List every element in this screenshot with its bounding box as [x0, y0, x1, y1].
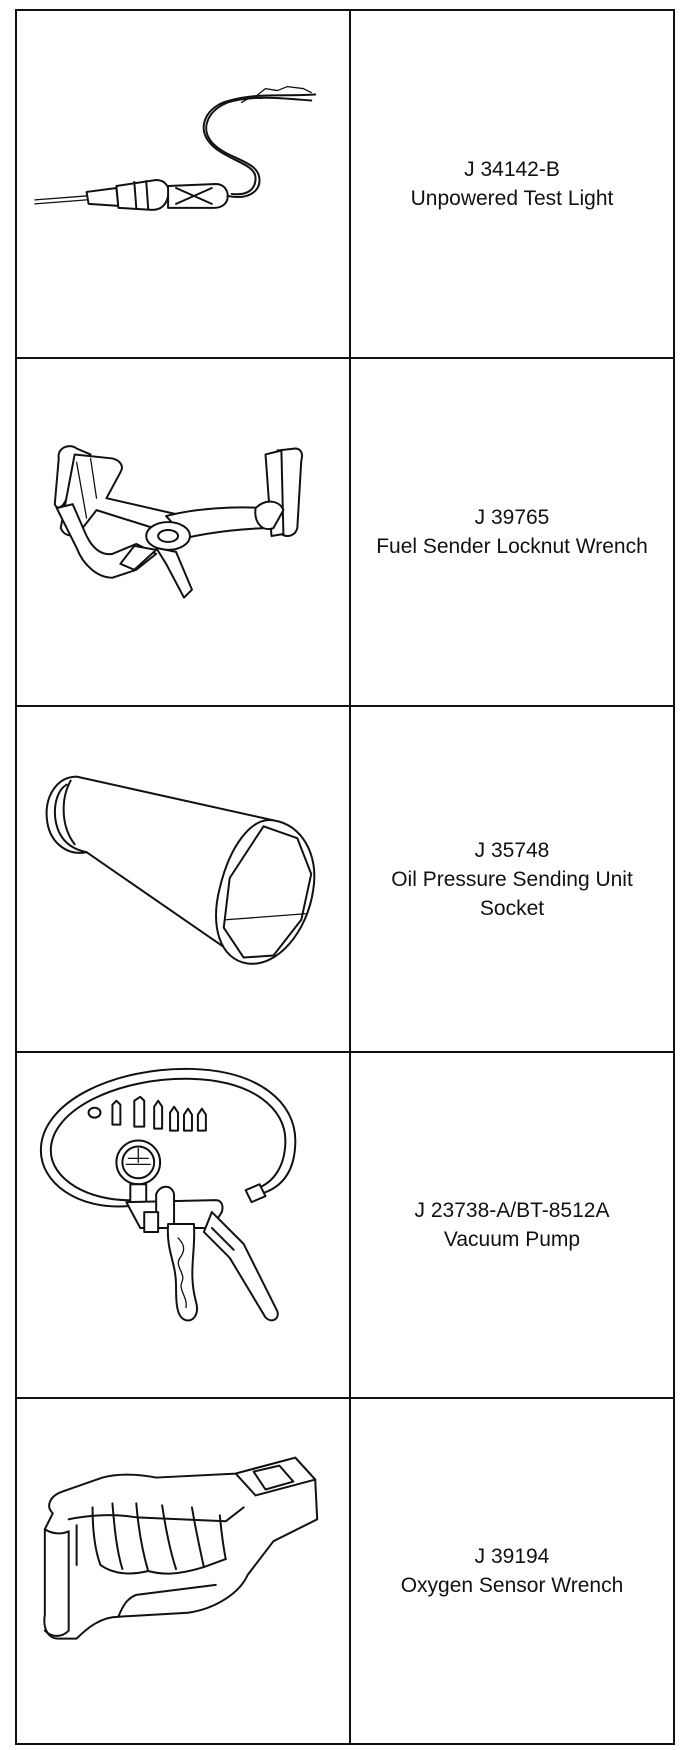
locknut-wrench-icon: [17, 359, 351, 705]
tool-description: J 34142-B Unpowered Test Light: [351, 11, 673, 357]
tool-number: J 39194: [474, 1545, 550, 1568]
tool-number: J 35748: [474, 838, 550, 862]
tool-description: J 39765 Fuel Sender Locknut Wrench: [351, 359, 673, 705]
tool-number: J 34142-B: [464, 158, 560, 181]
socket-icon: [17, 707, 351, 1051]
tool-name: Fuel Sender Locknut Wrench: [376, 535, 648, 558]
tool-row: J 34142-B Unpowered Test Light: [17, 11, 673, 359]
tool-number: J 39765: [474, 506, 550, 529]
tool-description: J 39194 Oxygen Sensor Wrench: [351, 1399, 673, 1743]
tool-name: Vacuum Pump: [443, 1228, 581, 1251]
tool-number: J 23738-A/BT-8512A: [414, 1199, 610, 1222]
test-light-icon: [17, 11, 351, 357]
oxygen-sensor-wrench-icon: [17, 1399, 351, 1743]
tool-row: J 39765 Fuel Sender Locknut Wrench: [17, 359, 673, 707]
tool-name: Oxygen Sensor Wrench: [400, 1574, 624, 1597]
special-tools-table: J 34142-B Unpowered Test Light J 397: [15, 9, 675, 1745]
tool-name: Unpowered Test Light: [410, 187, 614, 210]
tool-description: J 23738-A/BT-8512A Vacuum Pump: [351, 1053, 673, 1397]
tool-row: J 39194 Oxygen Sensor Wrench: [17, 1399, 673, 1743]
tool-name: Oil Pressure Sending Unit Socket: [391, 867, 633, 920]
tool-row: J 35748 Oil Pressure Sending Unit Socket: [17, 707, 673, 1053]
tool-row: J 23738-A/BT-8512A Vacuum Pump: [17, 1053, 673, 1399]
tool-description: J 35748 Oil Pressure Sending Unit Socket: [351, 707, 673, 1051]
vacuum-pump-icon: [17, 1053, 351, 1397]
